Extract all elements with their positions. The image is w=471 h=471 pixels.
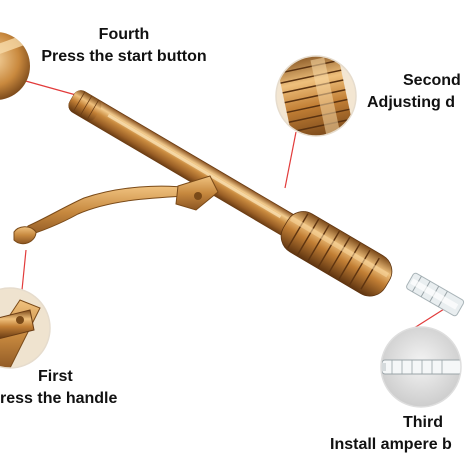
step-fourth-title: Fourth [98, 26, 150, 43]
zoom-circle-fourth [0, 32, 30, 100]
step-first-title: First [38, 368, 73, 385]
step-first-desc: ress the handle [0, 390, 118, 407]
step-second-desc: Adjusting d [367, 94, 455, 111]
zoom-circle-first [0, 287, 51, 369]
step-third-label: Third Install ampere b [330, 412, 471, 456]
step-fourth-label: Fourth Press the start button [24, 24, 224, 68]
step-third-desc: Install ampere b [330, 436, 452, 453]
step-fourth-desc: Press the start button [41, 48, 207, 65]
zoom-circle-third [380, 326, 462, 408]
step-third-title: Third [403, 414, 443, 431]
zoom-circle-second [275, 55, 357, 137]
injector-pen [13, 90, 465, 317]
step-second-label: Second Adjusting d [367, 70, 471, 114]
step-first-label: First ress the handle [0, 366, 136, 410]
ampoule-tip [406, 272, 465, 317]
step-second-title: Second [403, 72, 461, 89]
